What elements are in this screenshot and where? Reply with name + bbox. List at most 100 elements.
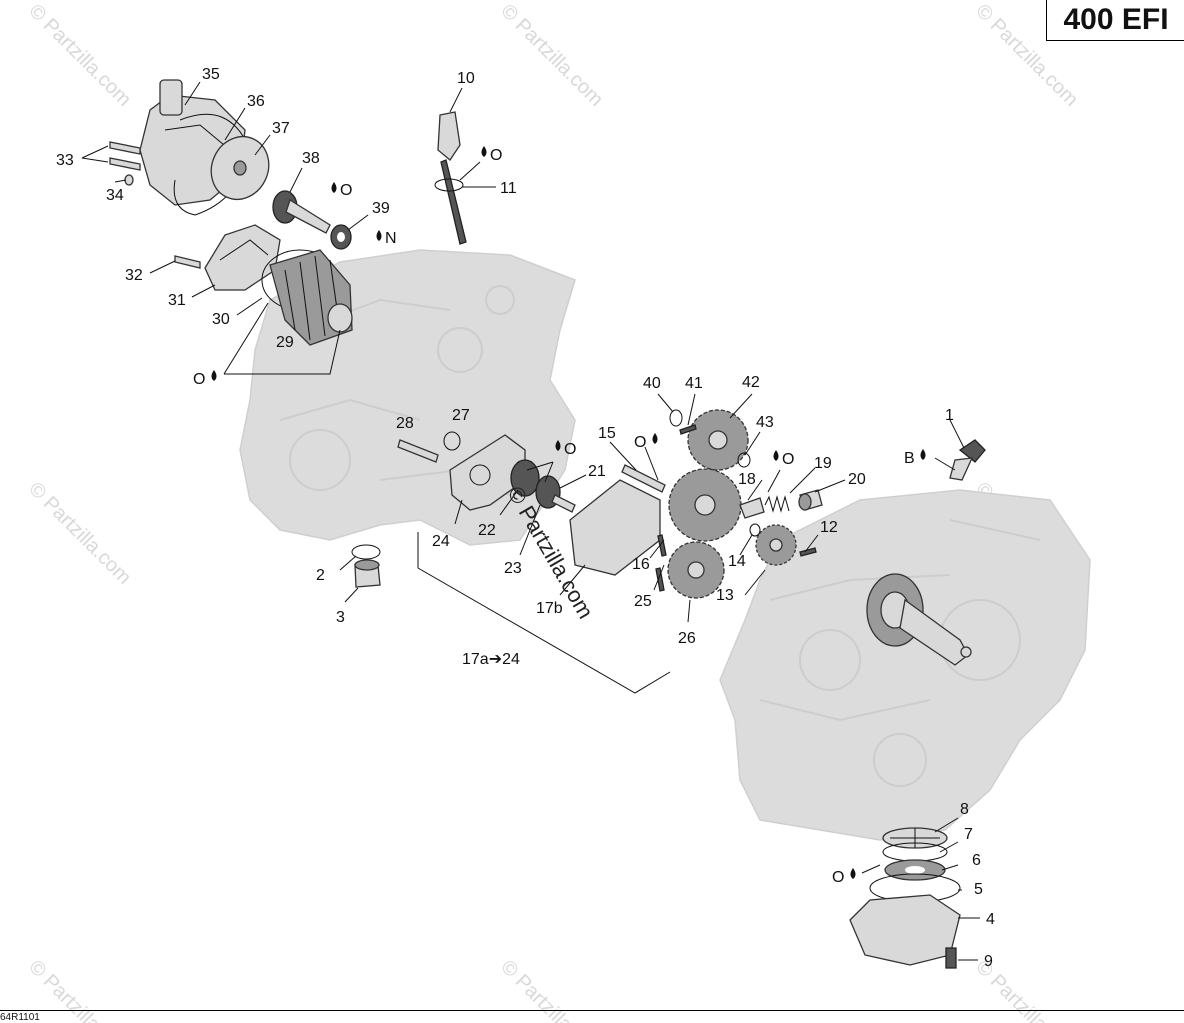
label-43: 43 bbox=[756, 414, 774, 431]
label-31: 31 bbox=[168, 292, 186, 309]
label-26: 26 bbox=[678, 630, 696, 647]
label-7: 7 bbox=[964, 826, 973, 843]
label-42: 42 bbox=[742, 374, 760, 391]
oil-symbol-letter: O bbox=[193, 371, 205, 388]
crankshaft-gear bbox=[866, 573, 972, 666]
label-27: 27 bbox=[452, 407, 470, 424]
label-22: 22 bbox=[478, 522, 496, 539]
lubricant-symbols: O O N O O O O B O bbox=[193, 146, 926, 886]
label-33: 33 bbox=[56, 152, 74, 169]
label-5: 5 bbox=[974, 881, 983, 898]
oil-drop-icon bbox=[481, 146, 487, 157]
watermark: © Partzilla.com bbox=[971, 0, 1082, 111]
label-23: 23 bbox=[504, 560, 522, 577]
oil-symbol-letter: N bbox=[385, 230, 397, 247]
label-29: 29 bbox=[276, 334, 294, 351]
label-37: 37 bbox=[272, 120, 290, 137]
pin-15 bbox=[621, 464, 666, 493]
watermark: © Partzilla.com bbox=[24, 956, 135, 1023]
label-2: 2 bbox=[316, 567, 325, 584]
pin-16 bbox=[657, 534, 667, 557]
label-1: 1 bbox=[945, 407, 954, 424]
valve-18 bbox=[739, 497, 765, 519]
watermark: © Partzilla.com bbox=[496, 0, 607, 111]
label-18: 18 bbox=[738, 471, 756, 488]
oil-symbol-letter: O bbox=[564, 441, 576, 458]
screw-9 bbox=[945, 947, 957, 969]
oil-drop-icon bbox=[920, 449, 926, 460]
label-10: 10 bbox=[457, 70, 475, 87]
label-8: 8 bbox=[960, 801, 969, 818]
pin-25 bbox=[655, 567, 665, 592]
oil-drop-icon bbox=[331, 182, 337, 193]
label-12: 12 bbox=[820, 519, 838, 536]
oil-pump-body-24 bbox=[449, 434, 526, 511]
oil-symbol-letter: O bbox=[634, 434, 646, 451]
oil-filter-cover-31 bbox=[204, 224, 281, 291]
oil-symbol-letter: O bbox=[782, 451, 794, 468]
label-39: 39 bbox=[372, 200, 390, 217]
label-41: 41 bbox=[685, 375, 703, 392]
washer-2 bbox=[351, 544, 381, 560]
gear-13 bbox=[755, 524, 797, 566]
pin-41 bbox=[679, 424, 697, 435]
outer-rotor-22 bbox=[510, 459, 540, 497]
label-28: 28 bbox=[396, 415, 414, 432]
label-36: 36 bbox=[247, 93, 265, 110]
cover-4 bbox=[849, 894, 961, 966]
oil-drop-icon bbox=[555, 440, 561, 451]
label-38: 38 bbox=[302, 150, 320, 167]
pin-12 bbox=[799, 547, 817, 557]
o-ring-11 bbox=[434, 178, 464, 192]
label-13: 13 bbox=[716, 587, 734, 604]
label-17a24: 17a➔24 bbox=[462, 651, 520, 668]
label-11: 11 bbox=[500, 180, 517, 197]
ring-14 bbox=[749, 523, 761, 537]
label-34: 34 bbox=[106, 187, 124, 204]
oil-filter-29 bbox=[261, 249, 353, 346]
label-3: 3 bbox=[336, 609, 345, 626]
label-35: 35 bbox=[202, 66, 220, 83]
leader-lines bbox=[81, 81, 980, 961]
gear-26 bbox=[667, 541, 725, 599]
label-17b: 17b bbox=[536, 600, 563, 617]
drain-plug-3 bbox=[351, 544, 381, 588]
label-19: 19 bbox=[814, 455, 832, 472]
o-ring-27 bbox=[443, 431, 461, 451]
spring-19 bbox=[764, 495, 790, 513]
oil-drop-icon bbox=[211, 370, 217, 381]
label-4: 4 bbox=[986, 911, 995, 928]
oil-symbol-letter: O bbox=[832, 869, 844, 886]
label-14: 14 bbox=[728, 553, 746, 570]
label-6: 6 bbox=[972, 852, 981, 869]
part-labels: 35 36 37 38 39 33 34 32 31 30 29 10 11 2… bbox=[56, 66, 995, 970]
label-16: 16 bbox=[632, 556, 650, 573]
watermark: © Partzilla.com bbox=[24, 0, 135, 111]
inner-rotor-23 bbox=[535, 475, 576, 513]
crankcase-right-ghost bbox=[719, 489, 1091, 841]
watermark: © Partzilla.com bbox=[496, 956, 607, 1023]
oil-drop-icon bbox=[376, 230, 382, 241]
oil-drop-icon bbox=[652, 433, 658, 444]
oil-drop-icon bbox=[850, 868, 856, 879]
label-25: 25 bbox=[634, 593, 652, 610]
seal-39 bbox=[330, 224, 352, 250]
plug-20 bbox=[798, 489, 823, 511]
watermark: © Partzilla.com bbox=[24, 478, 135, 589]
label-15: 15 bbox=[598, 425, 616, 442]
screws-33 bbox=[109, 141, 141, 186]
footer-divider bbox=[0, 1010, 1184, 1011]
impeller-37 bbox=[210, 136, 270, 200]
sensor-1 bbox=[949, 439, 986, 481]
gear-42 bbox=[687, 409, 749, 471]
bolt-28 bbox=[397, 439, 439, 463]
grease-symbol-letter: B bbox=[904, 450, 915, 467]
strainer-assembly bbox=[849, 827, 961, 969]
oil-symbol-letter: O bbox=[340, 182, 352, 199]
label-24: 24 bbox=[432, 533, 450, 550]
oil-drop-icon bbox=[773, 450, 779, 461]
label-20: 20 bbox=[848, 471, 866, 488]
model-label: 400 EFI bbox=[1046, 0, 1184, 41]
oil-symbol-letter: O bbox=[490, 147, 502, 164]
